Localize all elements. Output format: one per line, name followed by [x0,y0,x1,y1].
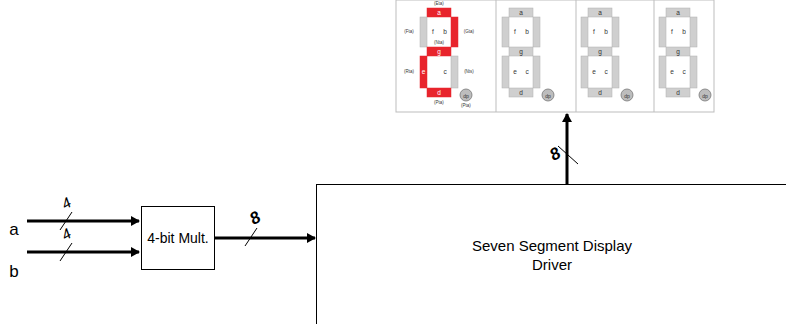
bus-slash [60,243,72,261]
segment [666,8,690,17]
pin-name: (Nts) [464,70,474,75]
bus-width: 4 [59,225,74,242]
segment-letter: e [670,69,674,76]
pin-name: (Fta) [404,30,414,35]
segment-letter: d [437,89,441,96]
segment-letter: g [519,48,523,55]
segment [659,17,666,47]
segment [690,17,697,47]
box-text: Seven Segment Display Driver [452,236,652,275]
pin-name: (Gta) [464,30,474,35]
segment [659,56,666,88]
segment-letter: dp [463,93,469,98]
segment-letter: a [437,9,441,16]
segment [420,17,427,47]
pin-name: (Nta) [434,41,444,46]
segment-letter: a [519,9,523,16]
pin-name: (Pta) [434,101,444,106]
driver-box: Seven Segment Display Driver [316,184,786,324]
segment [427,8,451,17]
segment [588,88,612,97]
display-panel [396,0,714,112]
box-text: 4-bit Mult. [147,229,208,247]
segment-letter: g [598,48,602,55]
multiplier-box: 4-bit Mult. [141,206,215,270]
segment-letter: dp [702,93,708,98]
segment-letter: g [676,48,680,55]
signal-name: b [9,263,18,280]
segment [533,56,540,88]
segment-letter: e [422,69,426,76]
segment [612,56,619,88]
segment-letter: e [592,69,596,76]
segment-letter: b [682,29,686,36]
segment [420,56,427,88]
segment [509,88,533,97]
pin-name: (Rta) [404,70,414,75]
segment-letter: e [513,69,517,76]
input-bus [27,220,139,223]
input-bus [27,251,139,254]
segment-letter: f [593,29,595,36]
signal-name: a [9,221,18,238]
pin-name: (Eta) [434,2,444,7]
segment [588,8,612,17]
bus-width: 8 [547,144,564,163]
bus-width: 8 [247,208,264,227]
segment [502,17,509,47]
segment-letter: b [443,29,447,36]
segment [690,56,697,88]
segment-letter: f [514,29,516,36]
segment [509,47,533,56]
segment-letter: c [604,69,607,76]
pin-name: (Pta) [461,104,471,109]
segment [509,8,533,17]
segment [666,88,690,97]
segment-letter: a [598,9,602,16]
segment [502,56,509,88]
segment [451,17,458,47]
segment [451,56,458,88]
digit-divider [496,0,497,112]
segment-letter: c [443,69,446,76]
decimal-point [542,89,554,101]
segment-letter: c [525,69,528,76]
decimal-point [621,89,633,101]
segment [581,56,588,88]
segment [533,17,540,47]
segment [612,17,619,47]
segment [581,17,588,47]
segment [666,47,690,56]
segment-letter: f [671,29,673,36]
bus-width: 4 [59,194,74,211]
segment [427,88,451,97]
bus-arrow [215,237,315,240]
segment-letter: dp [545,93,551,98]
decimal-point [699,89,711,101]
decimal-point [460,89,472,101]
segment-letter: dp [624,93,630,98]
segment-letter: d [519,89,523,96]
segment [427,47,451,56]
segment-letter: b [525,29,529,36]
segment [588,47,612,56]
segment-letter: d [676,89,680,96]
segment-letter: a [676,9,680,16]
segment-letter: b [604,29,608,36]
segment-letter: c [682,69,685,76]
output-bus [566,114,569,184]
segment-letter: d [598,89,602,96]
segment-letter: f [432,29,434,36]
digit-divider [654,0,655,112]
digit-divider [576,0,577,112]
segment-letter: g [437,48,441,55]
